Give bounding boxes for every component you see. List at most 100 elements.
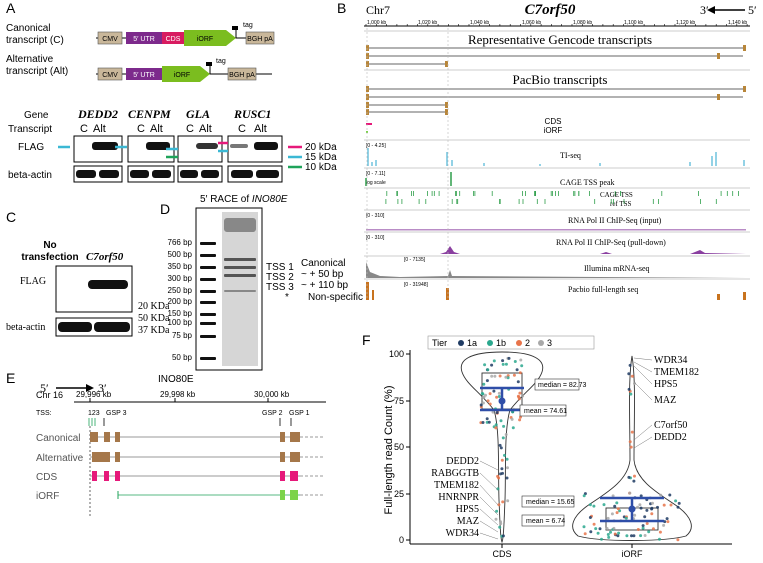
- tag-label-alt: tag: [216, 58, 226, 65]
- b-tracks: [0 - 4.25] TI-seq [0 - 7.11] log scale C…: [364, 139, 750, 300]
- no-transfection-label-2: transfection: [21, 252, 78, 263]
- e-row-canonical: Canonical: [36, 433, 80, 444]
- gene-dedd2: DEDD2: [77, 107, 118, 121]
- e-tss-nums: 123: [88, 410, 100, 417]
- lane-labels: C Alt C Alt C Alt C Alt: [80, 123, 267, 135]
- iorf-point: [588, 516, 592, 519]
- cds-point: [485, 417, 489, 421]
- f-axes: [406, 350, 732, 548]
- c-marker-50: 50 KDa: [138, 313, 170, 324]
- iorf-point: [632, 479, 636, 483]
- cds-point: [481, 401, 485, 405]
- iorf-point: [613, 504, 617, 508]
- iorf-point: [615, 501, 619, 505]
- f-ytick-75: 75: [394, 396, 404, 406]
- tss3-label: TSS 3: [266, 282, 294, 293]
- cds-gene-maz: MAZ: [457, 516, 479, 527]
- ladder-250: 250 bp: [168, 286, 193, 295]
- d-gel: [195, 207, 263, 371]
- e-row-iorf: iORF: [36, 491, 59, 502]
- b-tick-5: 1,080 kb: [573, 20, 592, 26]
- flag-blot: [58, 135, 283, 163]
- utr-label: 5′ UTR: [133, 36, 155, 43]
- iorf-point: [674, 499, 678, 503]
- lane-alt-1: Alt: [93, 123, 106, 135]
- iorf-point: [612, 526, 616, 530]
- f-stats: [480, 386, 664, 523]
- cds-point: [497, 391, 501, 395]
- e-transcript-alternative: [90, 452, 325, 462]
- cds-point: [488, 392, 492, 396]
- cds-point: [501, 362, 505, 366]
- cds-point: [488, 402, 492, 406]
- cds-point: [494, 517, 498, 521]
- cds-point: [504, 433, 508, 436]
- cds-point: [493, 374, 497, 378]
- cds-point: [483, 363, 487, 367]
- cds-point: [504, 362, 508, 366]
- cage-log: log scale: [366, 180, 386, 186]
- f-legend: Tier 1a 1b 2 3: [427, 335, 595, 350]
- e-tss-label: TSS:: [36, 410, 52, 417]
- iorf-point: [676, 505, 680, 509]
- ti-range: [0 - 4.25]: [366, 143, 386, 149]
- canonical-label: Canonical: [6, 23, 50, 34]
- cds-point: [519, 358, 523, 362]
- cds-point: [498, 525, 502, 529]
- pol2-input-range: [0 - 310]: [366, 213, 385, 219]
- iorf-point: [609, 530, 612, 534]
- iorf-point: [610, 512, 614, 516]
- cage-tss-label: CAGE TSS: [600, 191, 633, 199]
- gene-label: Gene: [24, 110, 49, 121]
- ladder-50: 50 bp: [172, 353, 193, 362]
- iorf-point: [669, 503, 673, 507]
- cds-point: [497, 395, 501, 398]
- cds-point: [498, 443, 502, 447]
- lane-alt-3: Alt: [199, 123, 212, 135]
- c-actin-label: beta-actin: [6, 322, 45, 333]
- iorf-point: [633, 513, 637, 517]
- iorf-median-label: median = 15.65: [526, 499, 575, 506]
- cds-point: [519, 415, 522, 419]
- cds-point: [511, 426, 515, 430]
- iorf-point: [605, 527, 609, 530]
- alternative-construct: CMV 5′ UTR iORF tag BGH pA: [96, 58, 272, 82]
- iorf-mean-label: mean = 6.74: [526, 518, 565, 525]
- iorf-point: [592, 504, 596, 508]
- iorf-point: [666, 520, 670, 524]
- gene-rusc1: RUSC1: [233, 107, 271, 121]
- e-axis: [74, 398, 326, 403]
- c-marker-20: 20 KDa: [138, 301, 170, 312]
- iorf-point: [665, 517, 669, 521]
- cds-point: [520, 364, 524, 368]
- utr-label-alt: 5′ UTR: [133, 72, 155, 79]
- cds-point: [501, 359, 505, 363]
- tag-label: tag: [243, 22, 253, 29]
- panel-label-f: F: [362, 332, 371, 348]
- iorf-gene-labels: WDR34 TMEM182 HPS5 MAZ C7orf50 DEDD2: [633, 355, 699, 449]
- cds-point: [486, 368, 490, 372]
- cds-point: [498, 374, 502, 378]
- cds-point: [490, 363, 494, 367]
- cds-point: [501, 436, 505, 440]
- iorf-point: [588, 503, 592, 507]
- ladder-500: 500 bp: [168, 250, 193, 259]
- cds-point: [492, 389, 496, 393]
- tss1-label: TSS 1: [266, 262, 294, 273]
- cds-point: [487, 420, 491, 424]
- b-tick-2: 1,020 kb: [418, 20, 437, 26]
- cmv-label: CMV: [102, 36, 118, 43]
- b-tick-1: 1,000 kb: [367, 20, 386, 26]
- b-tick-4: 1,060 kb: [522, 20, 541, 26]
- iorf-point: [628, 363, 632, 367]
- b-pacbio-section: PacBio transcripts: [366, 72, 746, 115]
- iorf-point: [628, 440, 632, 444]
- panel-label-a: A: [6, 0, 16, 16]
- pol2-input-label: RNA Pol II ChIP-Seq (input): [568, 216, 662, 225]
- iorf-point: [639, 506, 643, 510]
- ladder-200: 200 bp: [168, 297, 193, 306]
- cds-point: [506, 499, 510, 503]
- d-ladder-labels: 766 bp 500 bp 350 bp 300 bp 250 bp 200 b…: [168, 238, 193, 362]
- cds-gene-dedd2: DEDD2: [446, 456, 479, 467]
- b-tick-7: 1,120 kb: [676, 20, 695, 26]
